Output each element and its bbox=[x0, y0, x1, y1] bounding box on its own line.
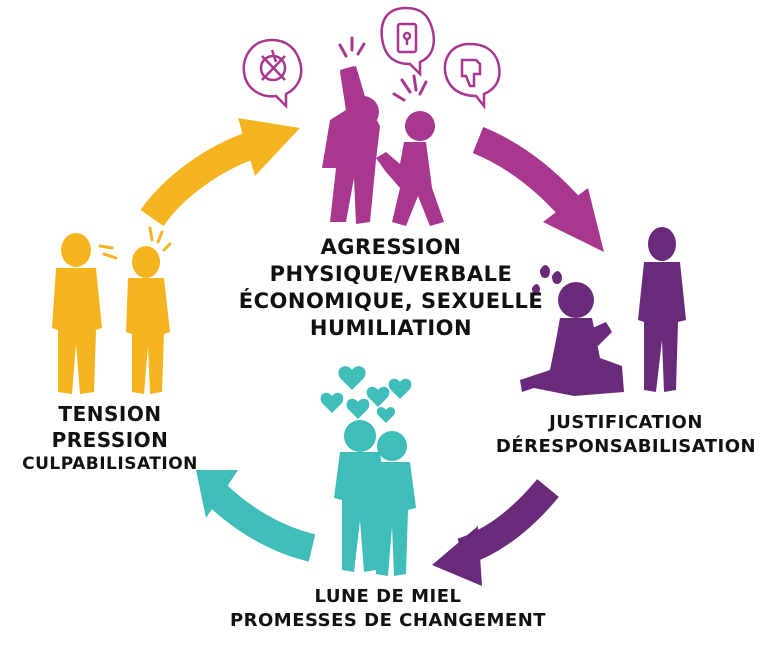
hearts-icon bbox=[320, 366, 412, 423]
label-justification: JUSTIFICATION DÉRESPONSABILISATION bbox=[496, 414, 756, 456]
tense-figure-right-icon bbox=[126, 246, 170, 394]
kneeling-figure-icon bbox=[520, 282, 624, 396]
label-lune-line-1: LUNE DE MIEL bbox=[314, 586, 462, 607]
thumbs-down-bubble-icon bbox=[443, 42, 501, 110]
label-justification-line-2: DÉRESPONSABILISATION bbox=[495, 436, 757, 457]
aggressor-figure-icon bbox=[322, 66, 380, 224]
locked-phone-bubble-icon bbox=[380, 6, 436, 78]
label-agression-line-1: AGRESSION bbox=[320, 235, 462, 259]
label-agression: AGRESSION PHYSIQUE/VERBALE ÉCONOMIQUE, S… bbox=[239, 237, 543, 339]
arrow-justification-to-lune bbox=[432, 478, 559, 586]
label-tension: TENSION PRESSION CULPABILISATION bbox=[22, 404, 198, 473]
tension-marks-icon bbox=[98, 226, 172, 260]
label-agression-line-4: HUMILIATION bbox=[309, 316, 473, 340]
label-agression-line-2: PHYSIQUE/VERBALE bbox=[269, 262, 513, 286]
label-justification-line-1: JUSTIFICATION bbox=[549, 412, 703, 433]
couple-figure-icon bbox=[334, 420, 416, 576]
label-tension-line-2: PRESSION bbox=[51, 428, 169, 452]
sweat-drops-icon bbox=[532, 265, 562, 294]
arrow-tension-to-agression bbox=[140, 118, 300, 227]
label-lune-line-2: PROMESSES DE CHANGEMENT bbox=[229, 610, 547, 631]
arrow-agression-to-justification bbox=[472, 127, 604, 252]
impact-burst-icon bbox=[338, 36, 428, 102]
label-tension-line-3: CULPABILISATION bbox=[22, 454, 198, 474]
no-money-bubble-icon bbox=[242, 38, 303, 110]
tense-figure-left-icon bbox=[52, 233, 102, 394]
label-tension-line-1: TENSION bbox=[58, 402, 162, 426]
arrow-lune-to-tension bbox=[196, 470, 316, 562]
label-agression-line-3: ÉCONOMIQUE, SEXUELLE bbox=[238, 289, 544, 313]
label-lune-de-miel: LUNE DE MIEL PROMESSES DE CHANGEMENT bbox=[230, 588, 546, 630]
standing-figure-icon bbox=[638, 227, 686, 392]
victim-figure-icon bbox=[376, 111, 444, 226]
